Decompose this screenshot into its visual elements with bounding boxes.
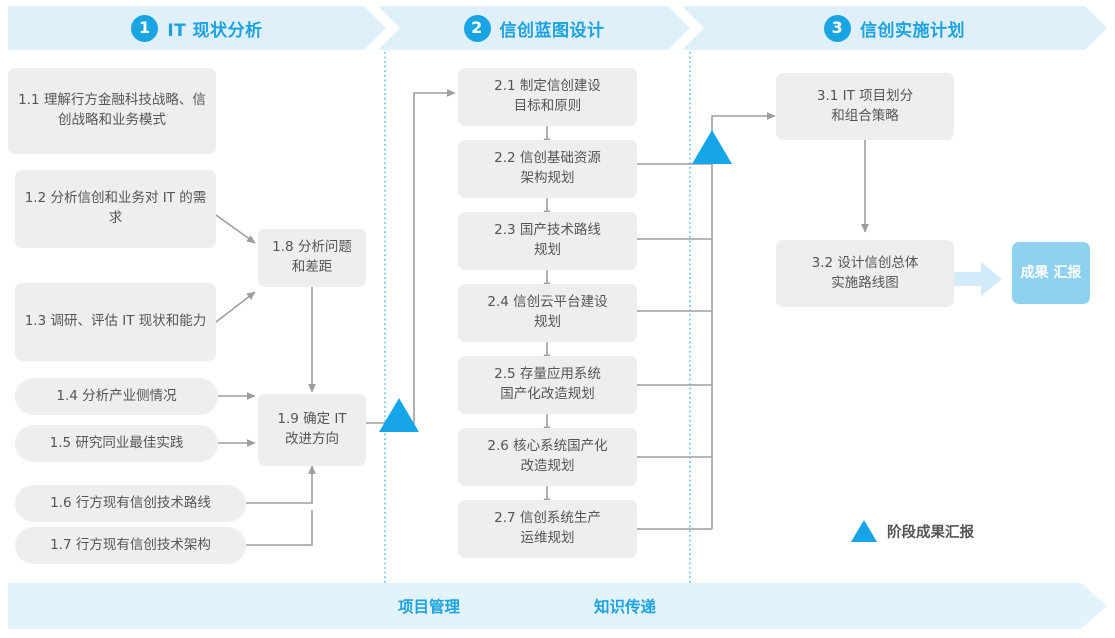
step-box-1-4[interactable]: 1.4 分析产业侧情况 (15, 378, 218, 415)
step-box-2-5-line2: 国产化改造规划 (500, 386, 595, 402)
result-report-badge[interactable]: 成果 汇报 (1012, 242, 1090, 304)
step-box-1-2[interactable]: 1.2 分析信创和业务对 IT 的需求 (15, 170, 216, 248)
step-box-1-1-text: 1.1 理解行方金融科技战略、信创战略和业务模式 (18, 92, 206, 128)
step-box-2-2[interactable]: 2.2 信创基础资源 架构规划 (458, 140, 637, 198)
step-box-2-7[interactable]: 2.7 信创系统生产 运维规划 (458, 500, 637, 558)
step-box-3-2-line1: 3.2 设计信创总体 (811, 254, 919, 271)
step-box-1-8[interactable]: 1.8 分析问题 和差距 (258, 229, 366, 287)
legend-milestone: 阶段成果汇报 (851, 520, 974, 542)
step-box-3-1-line2: 和组合策略 (831, 107, 899, 124)
milestone-triangle-phase1 (379, 398, 419, 432)
step-box-1-2-text: 1.2 分析信创和业务对 IT 的需求 (24, 190, 207, 226)
result-report-line2: 汇报 (1053, 264, 1082, 281)
phase-2-title: 信创蓝图设计 (499, 20, 605, 41)
step-box-2-5[interactable]: 2.5 存量应用系统 国产化改造规划 (458, 356, 637, 414)
step-box-2-7-line2: 运维规划 (520, 530, 575, 546)
step-box-2-2-line1: 2.2 信创基础资源 (494, 150, 601, 167)
footer-band[interactable]: 项目管理 知识传递 (8, 583, 1107, 629)
milestone-triangle-phase2 (692, 130, 732, 164)
step-box-2-2-line2: 架构规划 (520, 170, 575, 186)
step-box-1-4-text: 1.4 分析产业侧情况 (56, 387, 177, 404)
triangle-up-icon (851, 520, 877, 542)
phase-1-title: IT 现状分析 (167, 20, 263, 41)
step-box-1-5[interactable]: 1.5 研究同业最佳实践 (15, 425, 218, 462)
step-box-1-6-text: 1.6 行方现有信创技术路线 (50, 494, 211, 511)
phase-band-3[interactable]: 3 信创实施计划 (682, 6, 1107, 50)
phase-3-title: 信创实施计划 (860, 20, 965, 41)
step-box-2-6-line1: 2.6 核心系统国产化 (487, 438, 608, 455)
phase-3-number: 3 (824, 14, 851, 42)
phase-band-1[interactable]: 1 IT 现状分析 (8, 6, 386, 50)
phase-1-number: 1 (131, 14, 159, 42)
step-box-1-7[interactable]: 1.7 行方现有信创技术架构 (15, 527, 246, 564)
step-box-1-8-line1: 1.8 分析问题 (272, 239, 352, 256)
step-box-1-3[interactable]: 1.3 调研、评估 IT 现状和能力 (15, 283, 216, 361)
footer-label-knowledge-transfer: 知识传递 (594, 598, 657, 616)
step-box-2-3[interactable]: 2.3 国产技术路线 规划 (458, 212, 637, 270)
step-box-1-6[interactable]: 1.6 行方现有信创技术路线 (15, 485, 246, 522)
step-box-2-3-line2: 规划 (533, 242, 561, 258)
step-box-2-1-line1: 2.1 制定信创建设 (494, 78, 601, 95)
step-box-1-9-line2: 改进方向 (285, 431, 339, 447)
footer-band-shape (8, 583, 1107, 629)
step-box-1-1[interactable]: 1.1 理解行方金融科技战略、信创战略和业务模式 (8, 68, 216, 154)
step-box-3-2[interactable]: 3.2 设计信创总体 实施路线图 (776, 240, 954, 307)
phase-2-number: 2 (463, 14, 491, 42)
step-box-2-5-line1: 2.5 存量应用系统 (494, 366, 601, 383)
step-box-1-8-line2: 和差距 (291, 259, 333, 275)
step-box-1-5-text: 1.5 研究同业最佳实践 (49, 434, 184, 451)
step-box-2-1-line2: 目标和原则 (513, 98, 582, 114)
step-box-1-3-text: 1.3 调研、评估 IT 现状和能力 (24, 313, 207, 330)
phase-band-3-shape (682, 6, 1107, 50)
step-box-3-2-line2: 实施路线图 (831, 274, 899, 291)
step-box-1-9[interactable]: 1.9 确定 IT 改进方向 (258, 394, 366, 466)
step-box-2-3-line1: 2.3 国产技术路线 (494, 222, 601, 239)
step-box-3-1[interactable]: 3.1 IT 项目划分 和组合策略 (776, 73, 954, 140)
result-report-line1: 成果 (1020, 264, 1049, 281)
step-box-1-9-line1: 1.9 确定 IT (277, 411, 347, 428)
step-box-2-1[interactable]: 2.1 制定信创建设 目标和原则 (458, 68, 637, 126)
step-box-2-6[interactable]: 2.6 核心系统国产化 改造规划 (458, 428, 637, 486)
step-box-3-1-line1: 3.1 IT 项目划分 (816, 87, 914, 104)
step-box-2-4[interactable]: 2.4 信创云平台建设 规划 (458, 284, 637, 342)
result-arrow (953, 262, 1002, 296)
phase-band-1-shape (8, 6, 386, 50)
step-box-2-6-line2: 改造规划 (520, 458, 575, 474)
phase-band-2-shape (378, 6, 690, 50)
step-box-2-7-line1: 2.7 信创系统生产 (494, 510, 601, 527)
legend-milestone-label: 阶段成果汇报 (887, 524, 974, 541)
phase-band-2[interactable]: 2 信创蓝图设计 (378, 6, 690, 50)
step-box-1-7-text: 1.7 行方现有信创技术架构 (50, 536, 211, 553)
footer-label-project-management: 项目管理 (398, 598, 461, 616)
step-box-2-4-line2: 规划 (533, 314, 561, 330)
step-box-2-4-line1: 2.4 信创云平台建设 (487, 294, 608, 311)
